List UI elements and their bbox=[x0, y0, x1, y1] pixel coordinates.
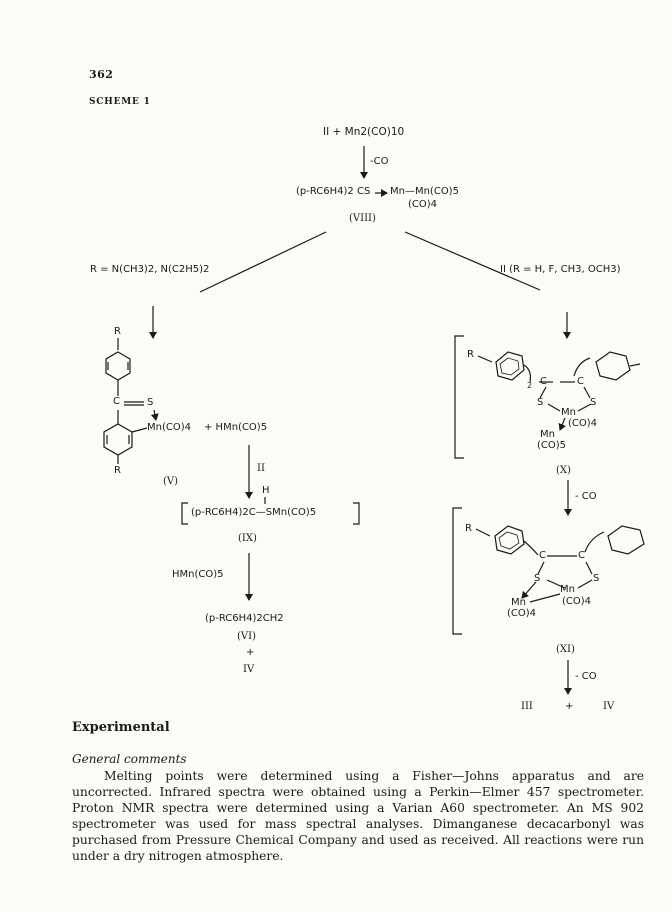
xi-mn: Mn bbox=[560, 584, 575, 595]
plus-sign: + bbox=[246, 647, 255, 658]
vi-formula: (p-RC6H4)2CH2 bbox=[205, 613, 284, 624]
xi-co4-right: (CO)4 bbox=[562, 596, 592, 607]
label-v: (V) bbox=[163, 476, 179, 487]
ix-formula: (p-RC6H4)2C—SMn(CO)5 bbox=[191, 507, 317, 518]
label-iv: IV bbox=[243, 664, 255, 675]
xi-co4-left: (CO)4 bbox=[507, 608, 537, 619]
label-ix: (IX) bbox=[238, 533, 257, 544]
minus-co-label-1: -CO bbox=[370, 156, 389, 167]
v-plus-hmn: + HMn(CO)5 bbox=[204, 422, 268, 433]
x-c2: C bbox=[577, 376, 584, 387]
ix-bracket-left bbox=[181, 502, 188, 525]
left-condition: R = N(CH3)2, N(C2H5)2 bbox=[90, 264, 210, 275]
compound-v-structure bbox=[103, 338, 159, 464]
x-mn: Mn bbox=[561, 407, 576, 418]
ix-bracket-right bbox=[353, 502, 360, 525]
ix-hydrogen: H bbox=[262, 485, 270, 496]
x-co4: (CO)4 bbox=[568, 418, 598, 429]
right-condition: II (R = H, F, CH3, OCH3) bbox=[500, 264, 621, 275]
v-sulfur: S bbox=[147, 397, 154, 408]
x-s2: S bbox=[590, 397, 597, 408]
v-carbon: C bbox=[113, 396, 120, 407]
scheme-label: SCHEME 1 bbox=[89, 97, 151, 107]
v-mn-co4: Mn(CO)4 bbox=[147, 422, 191, 433]
branch-line-right bbox=[404, 231, 541, 291]
xi-c1: C bbox=[539, 550, 546, 561]
xi-mn-left: Mn bbox=[511, 597, 526, 608]
label-x: (X) bbox=[556, 465, 571, 476]
v-r-top: R bbox=[114, 326, 121, 337]
branch-line-left bbox=[199, 231, 327, 293]
intermediate-co4: (CO)4 bbox=[408, 199, 438, 210]
section-heading-experimental: Experimental bbox=[72, 720, 170, 735]
subheading-general-comments: General comments bbox=[72, 752, 187, 766]
minus-co-label-2: - CO bbox=[575, 491, 597, 502]
compound-x-structure bbox=[454, 335, 641, 459]
x-s1: S bbox=[537, 397, 544, 408]
intermediate-mn-mn: Mn—Mn(CO)5 bbox=[390, 186, 459, 197]
general-comments-text: Melting points were determined using a F… bbox=[72, 769, 644, 863]
x-r: R bbox=[467, 349, 474, 360]
label-xi: (XI) bbox=[556, 644, 575, 655]
xi-s2: S bbox=[593, 573, 600, 584]
compound-xi-structure bbox=[452, 507, 645, 635]
minus-co-label-3: - CO bbox=[575, 671, 597, 682]
xi-s1: S bbox=[534, 573, 541, 584]
top-reactants: II + Mn2(CO)10 bbox=[323, 126, 405, 138]
label-viii: (VIII) bbox=[349, 213, 376, 224]
x-mn2: Mn bbox=[540, 429, 555, 440]
reagent-ii: II bbox=[257, 463, 265, 474]
xi-c2: C bbox=[578, 550, 585, 561]
final-iv: IV bbox=[603, 701, 615, 712]
final-plus: + bbox=[565, 701, 574, 712]
reagent-hmn: HMn(CO)5 bbox=[172, 569, 224, 580]
final-iii: III bbox=[521, 701, 533, 712]
page-number: 362 bbox=[89, 68, 114, 81]
x-c1: C bbox=[540, 376, 547, 387]
x-co5: (CO)5 bbox=[537, 440, 567, 451]
xi-r: R bbox=[465, 523, 472, 534]
v-r-bottom: R bbox=[114, 465, 121, 476]
intermediate-left: (p-RC6H4)2 CS bbox=[296, 186, 371, 197]
x-subscript-2: 2 bbox=[527, 381, 533, 390]
reaction-scheme bbox=[103, 146, 645, 695]
label-vi: (VI) bbox=[237, 631, 256, 642]
general-comments-paragraph: Melting points were determined using a F… bbox=[72, 768, 644, 864]
